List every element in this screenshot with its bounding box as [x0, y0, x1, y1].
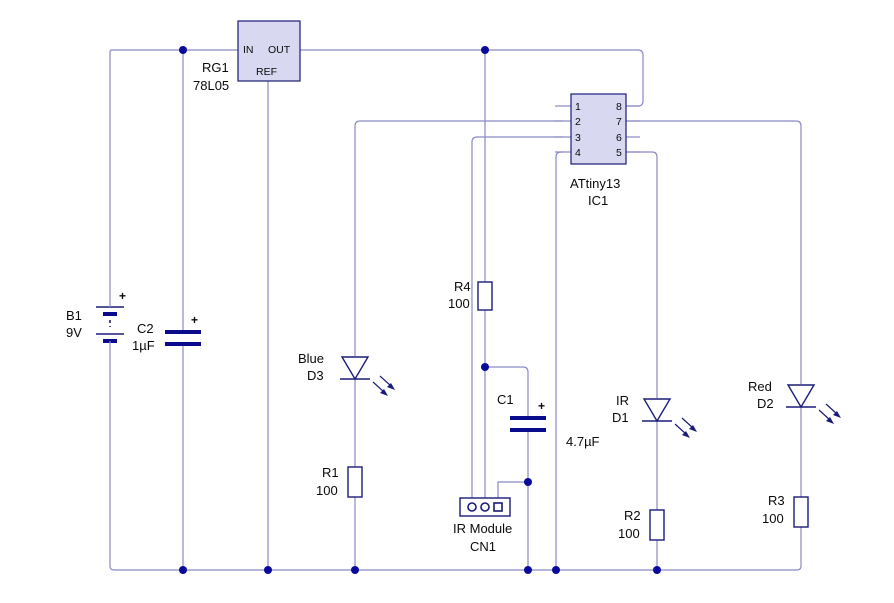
r2-value-label: 100: [618, 526, 640, 541]
battery-value-label: 9V: [66, 325, 82, 340]
resistor-r1: R1 100: [316, 465, 363, 498]
ic-pin-3: 3: [575, 132, 581, 144]
regulator-pin-in: IN: [243, 44, 254, 56]
ic-pin-2: 2: [575, 116, 581, 128]
d3-ref-label: D3: [307, 368, 324, 383]
r1-ref-label: R1: [322, 465, 339, 480]
wire-c1-top: [485, 366, 529, 416]
resistor-body: [649, 509, 665, 541]
wire-pin7-red: [626, 120, 802, 384]
regulator-pin-ref: REF: [256, 66, 277, 78]
junction-dot: [524, 566, 532, 574]
battery-plus-sign: +: [119, 289, 126, 303]
led-d2-red: Red D2: [748, 379, 841, 424]
c2-value-label: 1µF: [132, 338, 155, 353]
wire-module-gnd: [497, 481, 528, 498]
d2-ref-label: D2: [757, 396, 774, 411]
ic-value-label: ATtiny13: [570, 176, 620, 191]
junction-dot: [481, 363, 489, 371]
regulator-pin-out: OUT: [268, 44, 291, 56]
led-d3-blue: Blue D3: [298, 351, 395, 396]
r4-ref-label: R4: [454, 279, 471, 294]
ir-module-cn1: IR Module CN1: [453, 497, 512, 554]
d3-color-label: Blue: [298, 351, 324, 366]
wire-vcc-pin8: [626, 49, 644, 107]
wires: [109, 49, 802, 571]
resistor-r2: R2 100: [618, 508, 665, 541]
c1-plus-sign: +: [538, 399, 545, 413]
battery-b1: + B1 9V: [66, 289, 126, 348]
wire-ground-rail: [109, 348, 802, 571]
d1-ref-label: D1: [612, 410, 629, 425]
diode-triangle: [340, 356, 370, 381]
battery-ref-label: B1: [66, 308, 82, 323]
ic-pin-1: 1: [575, 101, 581, 113]
r4-value-label: 100: [448, 296, 470, 311]
wire-battery-positive: [109, 49, 120, 296]
resistor-body: [793, 496, 809, 528]
r3-value-label: 100: [762, 511, 784, 526]
junction-dot: [264, 566, 272, 574]
capacitor-c1: + C1 4.7µF: [497, 392, 600, 449]
wire-pin2-blue: [354, 120, 563, 356]
ic-body: [570, 93, 627, 165]
r1-value-label: 100: [316, 483, 338, 498]
ic-pin-5: 5: [616, 147, 622, 159]
r3-ref-label: R3: [768, 493, 785, 508]
junction-dot: [653, 566, 661, 574]
junctions: [179, 46, 661, 574]
ic-pin-4: 4: [575, 147, 581, 159]
junction-dot: [481, 46, 489, 54]
cn1-value-label: IR Module: [453, 521, 512, 536]
regulator-rg1: IN OUT REF RG1 78L05: [193, 20, 301, 93]
diode-triangle: [786, 384, 816, 409]
junction-dot: [179, 566, 187, 574]
diode-triangle: [642, 398, 672, 423]
c2-plus-sign: +: [191, 313, 198, 327]
ic-pin-8: 8: [616, 101, 622, 113]
resistor-r4: R4 100: [448, 279, 493, 311]
resistor-body: [347, 466, 363, 498]
wire-pin5-ir: [626, 151, 658, 398]
c1-ref-label: C1: [497, 392, 514, 407]
ic-ref-label: IC1: [588, 193, 608, 208]
resistor-body: [477, 281, 493, 311]
regulator-body: [237, 20, 301, 82]
junction-dot: [351, 566, 359, 574]
ic-attiny13: 1 2 3 4 8 7 6 5 ATtiny13 IC1: [555, 93, 640, 208]
d1-color-label: IR: [616, 393, 629, 408]
junction-dot: [179, 46, 187, 54]
d2-color-label: Red: [748, 379, 772, 394]
resistor-r3: R3 100: [762, 493, 809, 528]
c1-value-label: 4.7µF: [566, 434, 600, 449]
capacitor-c2: + C2 1µF: [132, 313, 201, 353]
junction-dot: [552, 566, 560, 574]
junction-dot: [524, 478, 532, 486]
regulator-value-label: 78L05: [193, 78, 229, 93]
r2-ref-label: R2: [624, 508, 641, 523]
wire-pin3-module: [471, 136, 563, 498]
regulator-ref-label: RG1: [202, 60, 229, 75]
ic-pin-7: 7: [616, 116, 622, 128]
led-d1-ir: IR D1: [612, 393, 697, 438]
ic-pin-6: 6: [616, 132, 622, 144]
cn1-ref-label: CN1: [470, 539, 496, 554]
wire-pin4-gnd: [555, 151, 563, 570]
c2-ref-label: C2: [137, 321, 154, 336]
